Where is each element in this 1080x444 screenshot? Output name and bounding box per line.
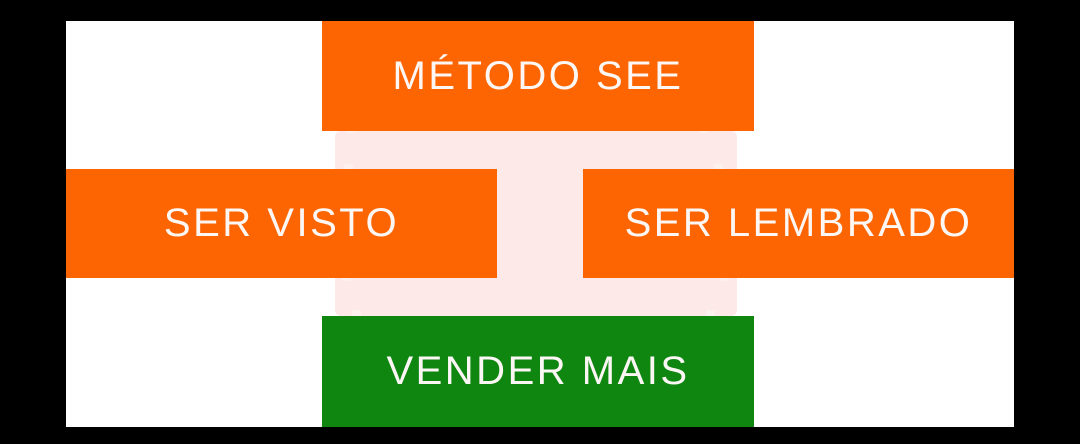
box-metodo-see: MÉTODO SEE <box>322 21 754 131</box>
connector-dash <box>352 310 361 317</box>
box-vender-mais: VENDER MAIS <box>322 316 754 427</box>
connector-dash <box>706 310 715 317</box>
box-ser-visto: SER VISTO <box>66 169 497 278</box>
box-ser-lembrado-label: SER LEMBRADO <box>624 201 973 245</box>
box-vender-mais-label: VENDER MAIS <box>386 349 690 393</box>
box-ser-lembrado: SER LEMBRADO <box>583 169 1014 278</box>
box-ser-visto-label: SER VISTO <box>163 201 400 245</box>
box-metodo-see-label: MÉTODO SEE <box>392 53 684 98</box>
connector-dash <box>714 164 723 171</box>
connector-dash <box>344 164 353 171</box>
diagram-card: MÉTODO SEE SER VISTO SER LEMBRADO VENDER… <box>66 21 1014 427</box>
